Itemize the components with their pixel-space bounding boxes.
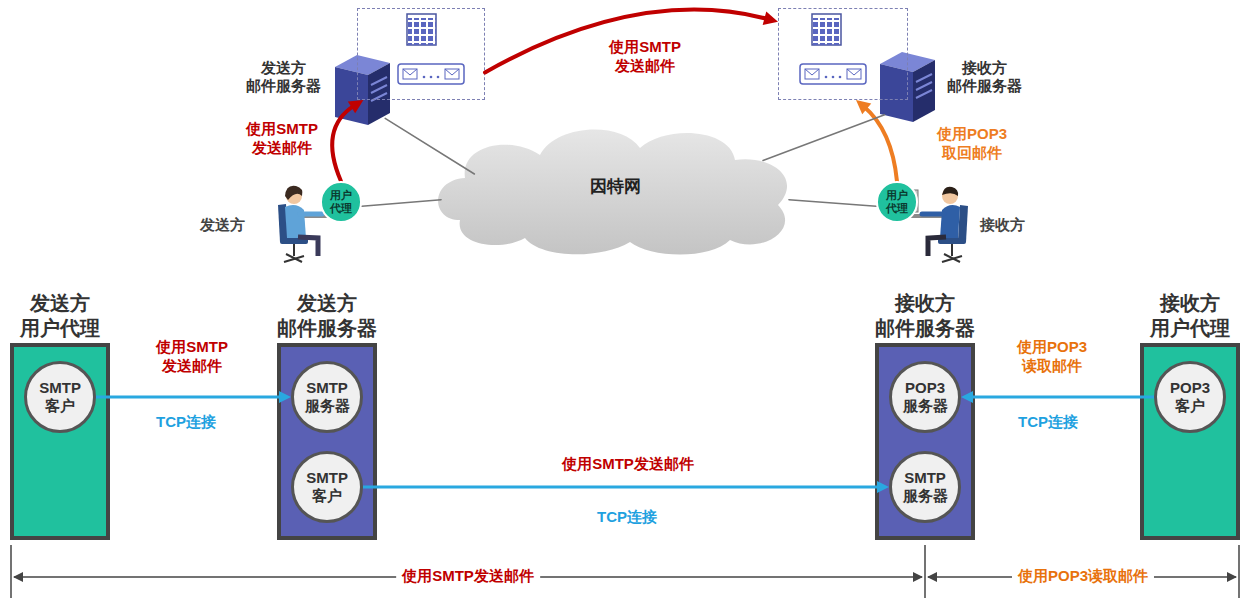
node-text: POP3 服务器	[903, 379, 948, 415]
edge-label: 使用POP3 读取邮件	[1015, 338, 1089, 376]
cloud-shape	[438, 130, 787, 255]
connector-line	[789, 200, 876, 206]
agent-circle: 用户 代理	[876, 181, 918, 223]
connector	[332, 100, 363, 181]
agent-circle: SMTP 服务器	[291, 361, 363, 433]
connector	[763, 115, 885, 161]
arrow-head	[763, 11, 778, 25]
internet-cloud: 因特网	[430, 120, 800, 255]
connector	[385, 118, 474, 174]
text-label: TCP连接	[597, 508, 657, 527]
connector	[485, 10, 778, 73]
component-box: 发送方 用户代理SMTP 客户	[10, 343, 110, 540]
agent-circle: POP3 客户	[1154, 361, 1226, 433]
node-text: 发送方 邮件服务器	[246, 59, 321, 95]
node-text: SMTP 客户	[306, 469, 347, 505]
node-text: 接收方 用户代理	[1150, 291, 1230, 341]
server-icon	[335, 55, 390, 125]
node-text: 用户 代理	[886, 189, 908, 214]
component-box: 发送方 邮件服务器SMTP 服务器SMTP 客户	[277, 343, 377, 540]
text-label: 使用POP3读取邮件	[1012, 567, 1154, 586]
text-label: 使用SMTP发送邮件	[396, 567, 540, 586]
agent-circle: SMTP 客户	[291, 451, 363, 523]
connector-line	[485, 10, 769, 73]
arrow-head	[279, 391, 291, 403]
arrow-head	[961, 391, 973, 403]
connector-line	[969, 396, 1154, 399]
mail-server: 发送方 邮件服务器	[357, 8, 485, 100]
connector-line	[363, 486, 881, 489]
connector	[961, 391, 1154, 403]
connector-line	[385, 118, 474, 174]
edge-label: 使用SMTP发送邮件	[560, 455, 696, 474]
edge-label: 使用SMTP 发送邮件	[244, 120, 319, 158]
agent-circle: SMTP 服务器	[889, 451, 961, 523]
connector	[363, 481, 889, 493]
edge-label: 使用SMTP 发送邮件	[607, 38, 682, 76]
connector-line	[332, 105, 355, 181]
scope-bracket	[11, 545, 1239, 598]
node-text: 用户 代理	[330, 189, 352, 214]
envelope-bar	[800, 64, 866, 84]
sender-person	[278, 186, 352, 262]
mailbox-grid	[407, 14, 436, 45]
text-label: 接收方	[980, 216, 1025, 235]
connector	[789, 200, 876, 206]
connector-line	[362, 200, 441, 206]
text-label: 发送方	[200, 216, 245, 235]
node-text: 接收方 邮件服务器	[947, 59, 1022, 95]
connector-line	[96, 396, 283, 399]
node-text: 发送方 邮件服务器	[277, 291, 377, 341]
arrow-head	[856, 100, 871, 114]
text-label: TCP连接	[156, 413, 216, 432]
node-text: 接收方 邮件服务器	[875, 291, 975, 341]
agent-circle: POP3 服务器	[889, 361, 961, 433]
node-text: SMTP 客户	[39, 379, 80, 415]
node-text: 因特网	[590, 177, 641, 197]
component-box: 接收方 邮件服务器POP3 服务器SMTP 服务器	[875, 343, 975, 540]
connector	[856, 100, 897, 181]
node-text: POP3 客户	[1170, 379, 1210, 415]
text-label: TCP连接	[1018, 413, 1078, 432]
arrow-head	[348, 100, 364, 113]
edge-label: 使用SMTP 发送邮件	[154, 338, 229, 376]
node-text: SMTP 服务器	[305, 379, 350, 415]
connector-line	[763, 115, 885, 161]
node-text: 发送方 用户代理	[20, 291, 100, 341]
agent-circle: 用户 代理	[320, 181, 362, 223]
envelope-bar	[398, 64, 464, 84]
connector	[96, 391, 291, 403]
edge-label: 使用POP3 取回邮件	[935, 125, 1009, 163]
component-box: 接收方 用户代理POP3 客户	[1140, 343, 1240, 540]
node-text: SMTP 服务器	[903, 469, 948, 505]
mail-server: 接收方 邮件服务器	[778, 8, 908, 100]
connector-line	[864, 106, 897, 181]
agent-circle: SMTP 客户	[24, 361, 96, 433]
arrow-head	[877, 481, 889, 493]
connector	[362, 200, 441, 206]
mailbox-grid	[812, 14, 841, 45]
